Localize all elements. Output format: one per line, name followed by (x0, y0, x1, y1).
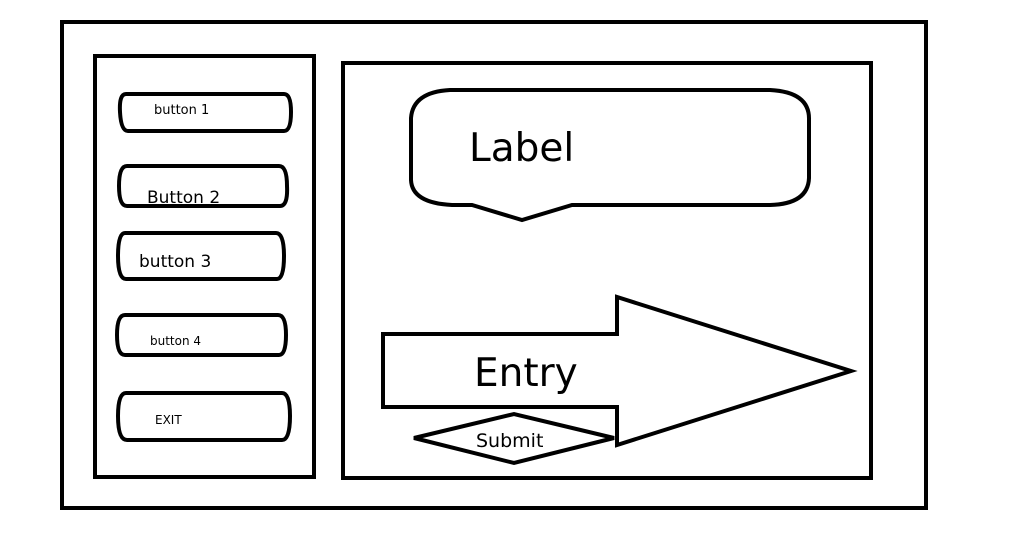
submit-text: Submit (476, 430, 543, 452)
sidebar-panel (93, 54, 316, 479)
window-frame (60, 20, 928, 510)
sidebar-button-4-label: button 4 (150, 334, 201, 348)
label-text: Label (469, 126, 574, 171)
label-callout: Label (409, 88, 812, 223)
exit-button[interactable]: EXIT (115, 391, 293, 442)
exit-button-label: EXIT (155, 413, 182, 427)
sidebar-button-3-label: button 3 (139, 252, 211, 272)
sidebar-button-1-label: button 1 (154, 103, 209, 118)
sidebar-button-2-label: Button 2 (147, 188, 220, 208)
sidebar-button-3[interactable]: button 3 (115, 231, 287, 281)
entry-arrow[interactable]: Entry (381, 294, 858, 448)
submit-button[interactable]: Submit (413, 411, 615, 466)
sidebar-button-2[interactable]: Button 2 (116, 164, 290, 208)
entry-text: Entry (474, 351, 578, 396)
sidebar-button-1[interactable]: button 1 (117, 92, 294, 133)
sidebar-button-4[interactable]: button 4 (114, 313, 289, 357)
main-panel (341, 61, 873, 480)
